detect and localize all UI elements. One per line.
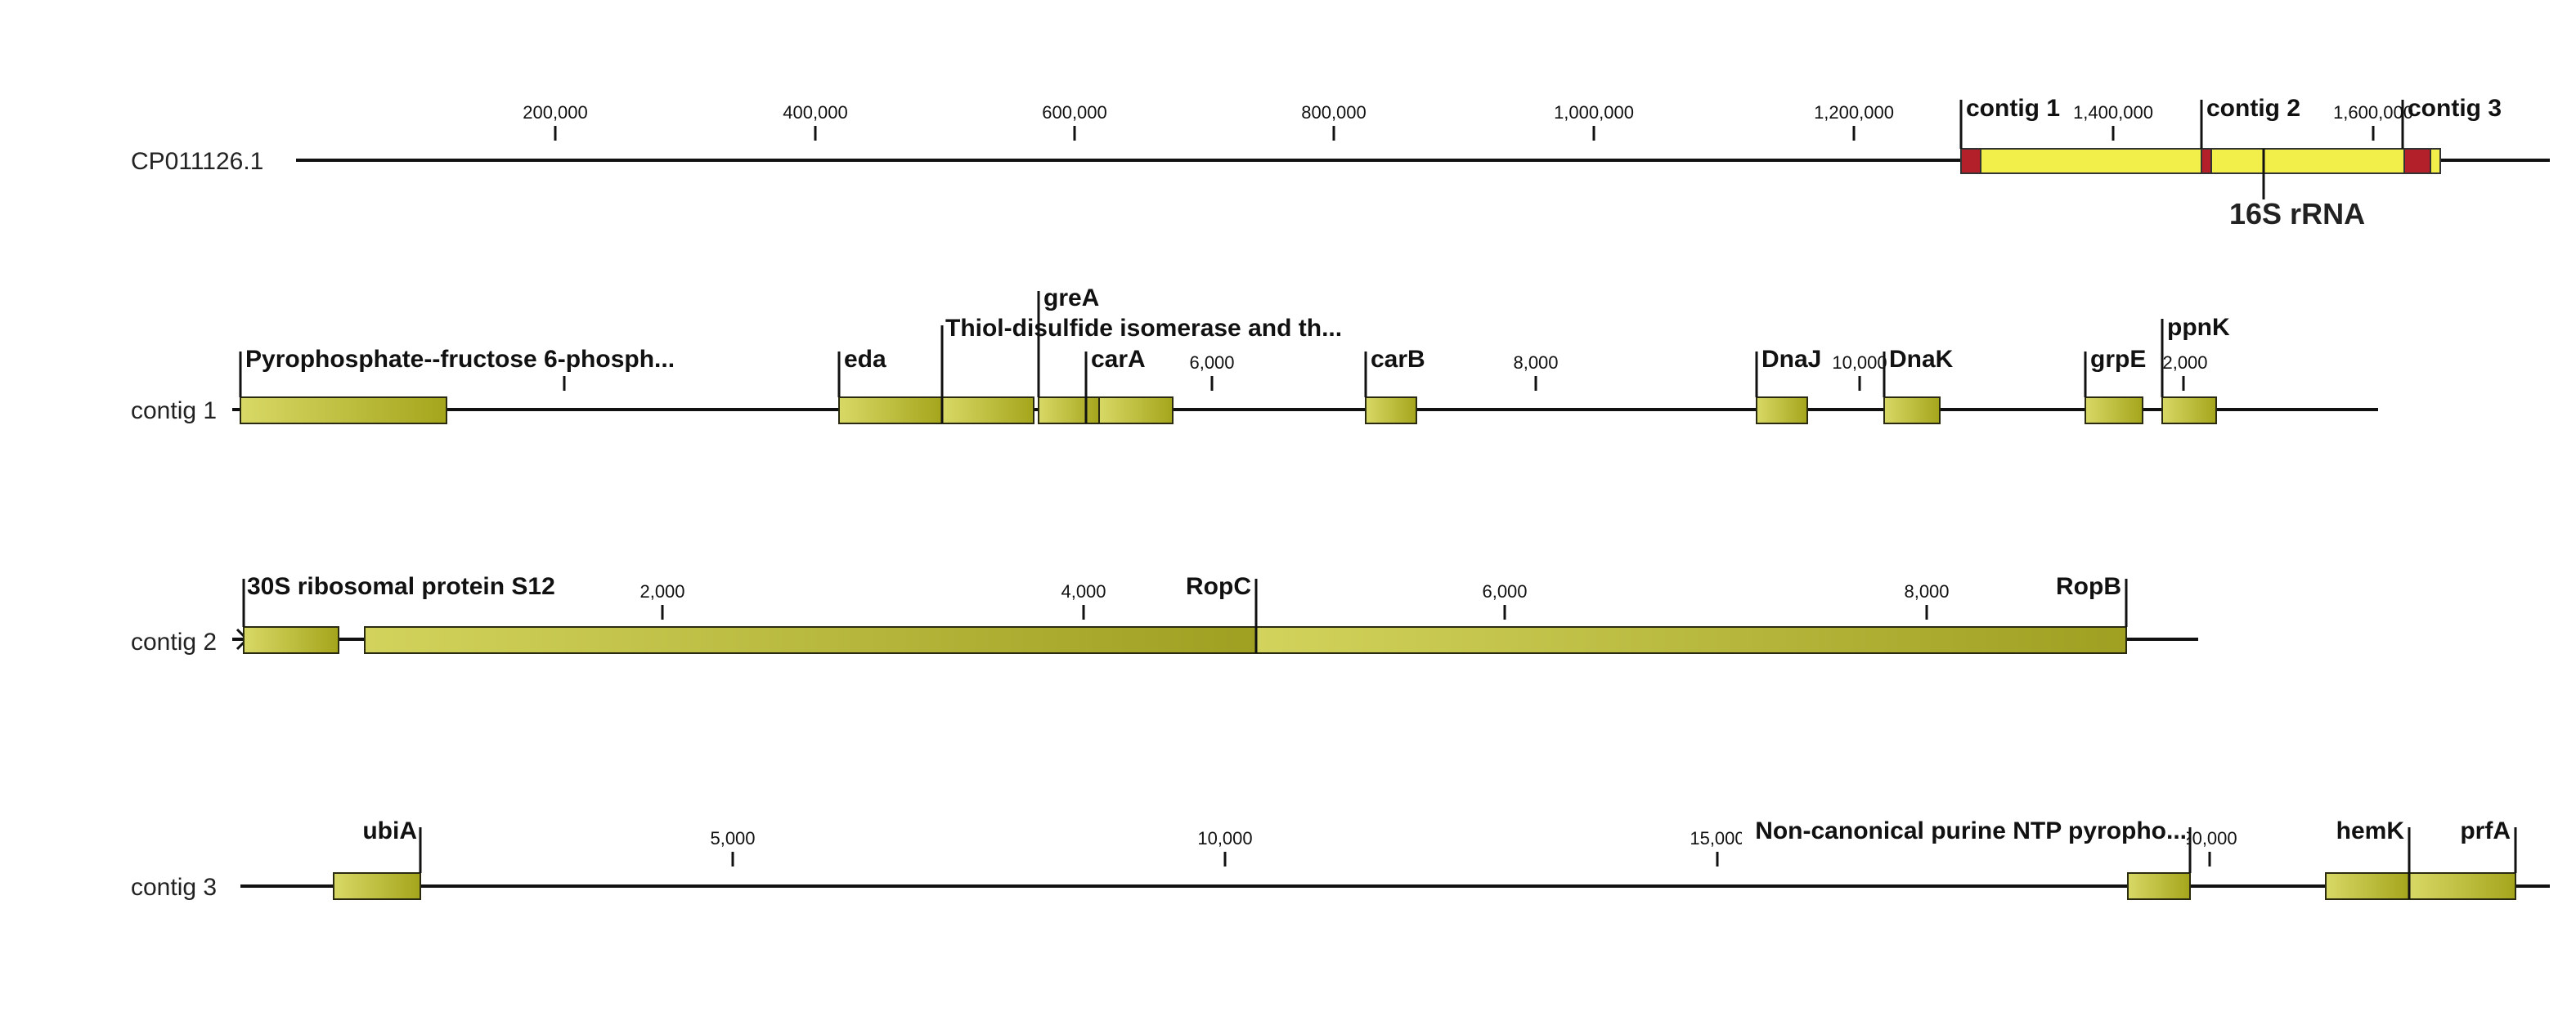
- gene-non-canonical-purine[interactable]: [2127, 872, 2191, 900]
- contig3-label: contig 3: [2408, 95, 2502, 122]
- genome-contig-labels: contig 1 contig 2 contig 3: [1959, 95, 2502, 149]
- contig1-label: contig 1: [1966, 95, 2060, 122]
- gene-ubia[interactable]: [333, 872, 421, 900]
- contig3-tick-label: 10,000: [1197, 828, 1252, 849]
- contig2-tick-label: 4,000: [1061, 581, 1106, 602]
- genome-tick-label: 1,600,000: [2333, 102, 2413, 123]
- label-pyrophosphate: Pyrophosphate--fructose 6-phosph...: [245, 346, 675, 373]
- track-label-contig1: contig 1: [131, 397, 217, 424]
- label-background: [1742, 813, 2187, 849]
- gene-hemk[interactable]: [2325, 872, 2410, 900]
- contig3-marker: [2403, 148, 2431, 174]
- label-thiol-disulfide: Thiol-disulfide isomerase and th...: [945, 315, 1342, 342]
- gene-dnaj[interactable]: [1756, 396, 1808, 424]
- track-contig3: contig 3 5,000 10,000 15,000 20,000 ubiA…: [131, 813, 2550, 901]
- genome-tick-label: 1,400,000: [2073, 102, 2153, 123]
- label-carb: carB: [1371, 346, 1425, 373]
- contig2-genes[interactable]: [243, 626, 2127, 654]
- label-eda: eda: [844, 346, 886, 373]
- contig1-genes[interactable]: [240, 396, 2217, 424]
- label-grpe: grpE: [2090, 346, 2146, 373]
- gene-prfa[interactable]: [2408, 872, 2516, 900]
- track-genome: CP011126.1 200,000 400,000 600,000 800,0…: [131, 95, 2550, 231]
- gene-30s-ribosomal-s12[interactable]: [243, 626, 339, 654]
- contig1-tick-label: 8,000: [1513, 352, 1558, 373]
- gene-carb[interactable]: [1365, 396, 1417, 424]
- label-ropb: RopB: [2056, 573, 2121, 600]
- gene-grpe[interactable]: [2085, 396, 2143, 424]
- contig3-ticks: 5,000 10,000 15,000 20,000: [710, 828, 2237, 867]
- track-label-genome: CP011126.1: [131, 148, 263, 175]
- label-non-canonical-purine: Non-canonical purine NTP pyropho...: [1755, 817, 2187, 844]
- genome-tick-label: 200,000: [523, 102, 588, 123]
- genome-tick-label: 800,000: [1301, 102, 1367, 123]
- genome-tick-label: 1,200,000: [1814, 102, 1894, 123]
- contig1-tick-label: 10,000: [1832, 352, 1887, 373]
- contig3-tick-label: 5,000: [710, 828, 755, 849]
- contig2-gene-labels: 30S ribosomal protein S12 RopC RopB: [242, 573, 2128, 653]
- genome-tick-label: 1,000,000: [1554, 102, 1634, 123]
- genome-contig-blocks[interactable]: [1960, 148, 2441, 174]
- genome-ticks: 200,000 400,000 600,000 800,000 1,000,00…: [523, 102, 2413, 141]
- contig1-tick-label: 2,000: [2162, 352, 2207, 373]
- track-contig2: contig 2 2,000 4,000 6,000 8,000 30S rib…: [131, 573, 2198, 656]
- gene-ropc[interactable]: [364, 626, 1257, 654]
- contig3-gene-labels: ubiA Non-canonical purine NTP pyropho...…: [362, 813, 2517, 899]
- gene-eda[interactable]: [838, 396, 943, 424]
- track-contig1: contig 1 6,000 8,000 10,000 2,000: [131, 284, 2378, 424]
- gene-ropb[interactable]: [1255, 626, 2127, 654]
- gene-cara[interactable]: [1098, 396, 1174, 424]
- genome-tick-label: 400,000: [783, 102, 848, 123]
- track-label-contig2: contig 2: [131, 629, 217, 656]
- label-hemk: hemK: [2336, 817, 2405, 844]
- contig2-tick-label: 2,000: [640, 581, 684, 602]
- feature-16s-rrna: 16S rRNA: [2229, 149, 2365, 231]
- contig1-start-marker: [1960, 148, 1981, 174]
- gene-thiol-disulfide[interactable]: [941, 396, 1034, 424]
- label-dnaj: DnaJ: [1761, 346, 1821, 373]
- contig3-tick-label: 15,000: [1690, 828, 1744, 849]
- label-ropc: RopC: [1186, 573, 1251, 600]
- track-label-contig3: contig 3: [131, 874, 217, 901]
- contig2-tick-label: 6,000: [1482, 581, 1527, 602]
- contig3-tick-label: 20,000: [2182, 828, 2237, 849]
- 16s-rrna-label: 16S rRNA: [2229, 197, 2365, 231]
- contig3-genes[interactable]: [333, 872, 2516, 900]
- gene-grea[interactable]: [1038, 396, 1100, 424]
- label-grea: greA: [1043, 284, 1099, 311]
- label-cara: carA: [1091, 346, 1146, 373]
- label-30s-ribosomal-s12: 30S ribosomal protein S12: [247, 573, 555, 600]
- gene-ppnk[interactable]: [2161, 396, 2217, 424]
- contig1-ticks: 6,000 8,000 10,000 2,000: [563, 352, 2208, 391]
- contig1-tick-label: 6,000: [1189, 352, 1234, 373]
- contig2-ticks: 2,000 4,000 6,000 8,000: [640, 581, 1950, 620]
- label-ppnk: ppnK: [2167, 314, 2230, 341]
- gene-dnak[interactable]: [1883, 396, 1941, 424]
- label-ubia: ubiA: [362, 817, 417, 844]
- contig2-tick-label: 8,000: [1904, 581, 1949, 602]
- label-dnak: DnaK: [1889, 346, 1954, 373]
- contig2-start-marker: [2201, 148, 2212, 174]
- genome-tick-label: 600,000: [1042, 102, 1107, 123]
- contig2-label: contig 2: [2206, 95, 2300, 122]
- gene-pyrophosphate[interactable]: [240, 396, 447, 424]
- contig1-gene-labels: Pyrophosphate--fructose 6-phosph... eda …: [239, 284, 2230, 423]
- label-prfa: prfA: [2460, 817, 2511, 844]
